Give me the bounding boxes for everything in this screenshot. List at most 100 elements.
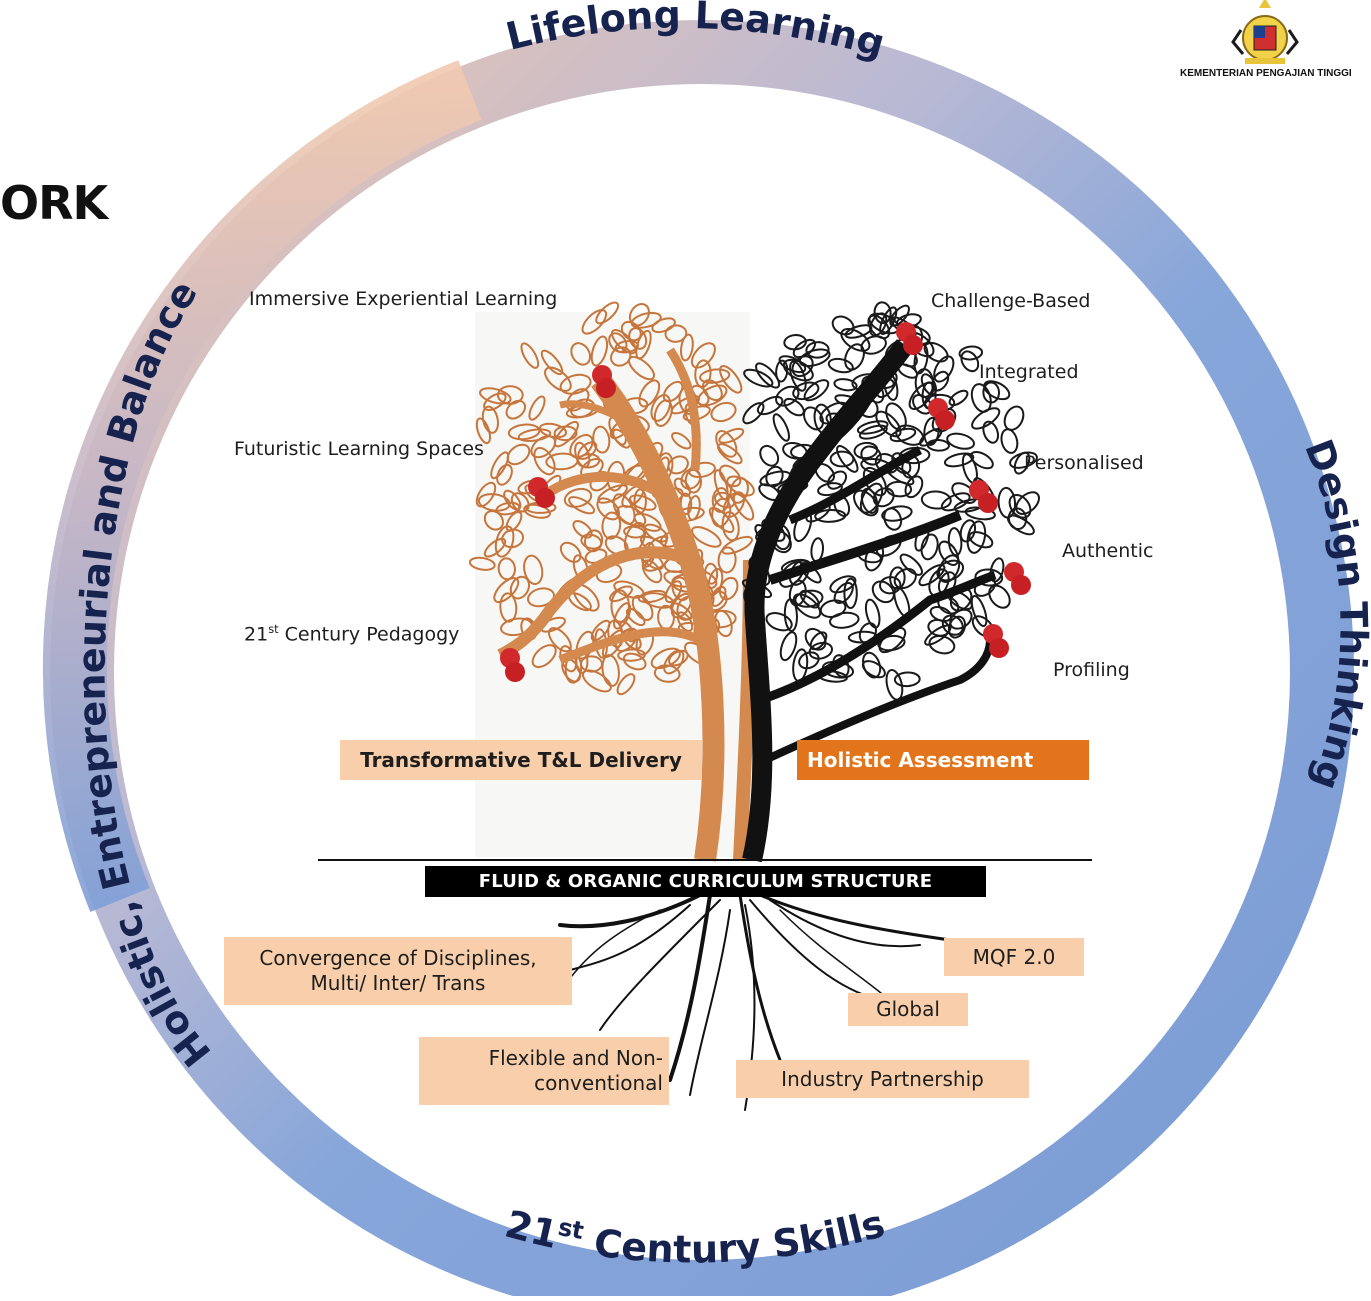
leaf bbox=[517, 428, 552, 442]
leaf bbox=[622, 652, 647, 671]
leaf bbox=[610, 346, 632, 367]
leaf bbox=[881, 505, 913, 522]
leaf bbox=[494, 525, 515, 558]
leaf bbox=[653, 664, 681, 683]
leaf bbox=[809, 631, 828, 651]
leaf bbox=[1015, 491, 1040, 515]
leaf bbox=[663, 649, 685, 675]
leaf bbox=[475, 481, 497, 508]
leaf bbox=[970, 594, 988, 628]
leaf bbox=[968, 531, 994, 549]
apples bbox=[500, 322, 1031, 682]
label-integrated: Integrated bbox=[979, 361, 1079, 383]
leaf bbox=[889, 304, 910, 327]
label-challenge-based: Challenge-Based bbox=[931, 290, 1091, 312]
leaf bbox=[860, 487, 879, 514]
leaf bbox=[904, 475, 924, 499]
leaf bbox=[638, 379, 661, 408]
label-profiling: Profiling bbox=[1053, 659, 1130, 681]
leaf bbox=[783, 334, 807, 351]
leaf bbox=[919, 427, 943, 447]
leaf bbox=[616, 673, 636, 696]
leaf bbox=[853, 489, 879, 517]
leaf bbox=[633, 488, 647, 514]
apple-3 bbox=[500, 648, 525, 682]
leaf bbox=[982, 420, 1000, 444]
leaf bbox=[559, 541, 582, 563]
label-21st-century-pedagogy: 21st Century Pedagogy bbox=[244, 622, 460, 646]
leaf bbox=[759, 444, 780, 467]
box-transformative-tl-delivery: Transformative T&L Delivery bbox=[340, 740, 702, 780]
ministry-name: KEMENTERIAN PENGAJIAN TINGGI bbox=[1180, 68, 1352, 79]
leaf bbox=[570, 342, 592, 366]
leaf bbox=[722, 491, 746, 518]
leaf bbox=[481, 405, 499, 434]
leaf bbox=[483, 537, 507, 558]
leaf bbox=[718, 427, 745, 444]
leaf bbox=[875, 410, 902, 438]
leaf bbox=[988, 584, 1011, 609]
leaf bbox=[836, 444, 859, 473]
leaf bbox=[923, 342, 949, 363]
leaf bbox=[581, 669, 612, 693]
leaf bbox=[798, 348, 831, 368]
leaf bbox=[966, 520, 987, 554]
leaf bbox=[684, 468, 703, 494]
leaf bbox=[592, 425, 611, 454]
leaf bbox=[941, 614, 964, 636]
leaf bbox=[613, 602, 632, 630]
leaf bbox=[507, 423, 541, 441]
leaf bbox=[577, 441, 598, 460]
leaf bbox=[864, 598, 881, 629]
leaf bbox=[613, 580, 645, 599]
leaf bbox=[620, 320, 642, 342]
leaf bbox=[933, 355, 955, 383]
leaf bbox=[610, 329, 637, 355]
leaf bbox=[997, 486, 1017, 519]
leaf bbox=[877, 634, 906, 652]
leaf bbox=[690, 342, 716, 369]
leaf bbox=[920, 533, 939, 561]
leaf bbox=[792, 593, 822, 619]
leaf bbox=[862, 466, 887, 497]
leaf bbox=[833, 582, 854, 604]
leaf bbox=[628, 327, 648, 350]
leaf bbox=[1007, 507, 1028, 531]
leaf bbox=[883, 507, 903, 531]
leaf bbox=[778, 355, 807, 374]
apple-1 bbox=[592, 365, 616, 398]
leaf bbox=[783, 397, 805, 417]
leaf bbox=[628, 303, 650, 327]
leaf bbox=[899, 553, 923, 576]
label-immersive-experiential-learning: Immersive Experiential Learning bbox=[249, 288, 558, 310]
leaf bbox=[718, 576, 739, 601]
leaf bbox=[468, 556, 496, 571]
leaf bbox=[827, 357, 854, 374]
leaf bbox=[630, 311, 662, 329]
leaf bbox=[726, 475, 755, 497]
leaf bbox=[544, 366, 572, 392]
leaf bbox=[974, 568, 1004, 587]
leaf bbox=[721, 535, 753, 555]
leaf bbox=[719, 365, 743, 394]
leaf bbox=[496, 463, 513, 486]
leaf bbox=[601, 511, 622, 540]
leaf bbox=[710, 401, 737, 423]
leaf bbox=[479, 387, 512, 405]
leaf bbox=[938, 540, 960, 567]
leaf bbox=[893, 671, 921, 688]
leaf bbox=[893, 567, 917, 590]
leaf bbox=[506, 443, 531, 466]
leaf bbox=[530, 435, 557, 459]
leaf bbox=[853, 441, 879, 460]
leaf bbox=[527, 587, 555, 608]
leaf bbox=[775, 359, 789, 383]
box-industry-partnership: Industry Partnership bbox=[736, 1060, 1029, 1098]
label-personalised: Personalised bbox=[1024, 452, 1144, 474]
leaf bbox=[650, 394, 671, 422]
leaf bbox=[755, 362, 781, 389]
leaf bbox=[520, 342, 540, 369]
leaf bbox=[509, 575, 531, 600]
leaf bbox=[572, 520, 593, 539]
leaf bbox=[859, 482, 884, 514]
